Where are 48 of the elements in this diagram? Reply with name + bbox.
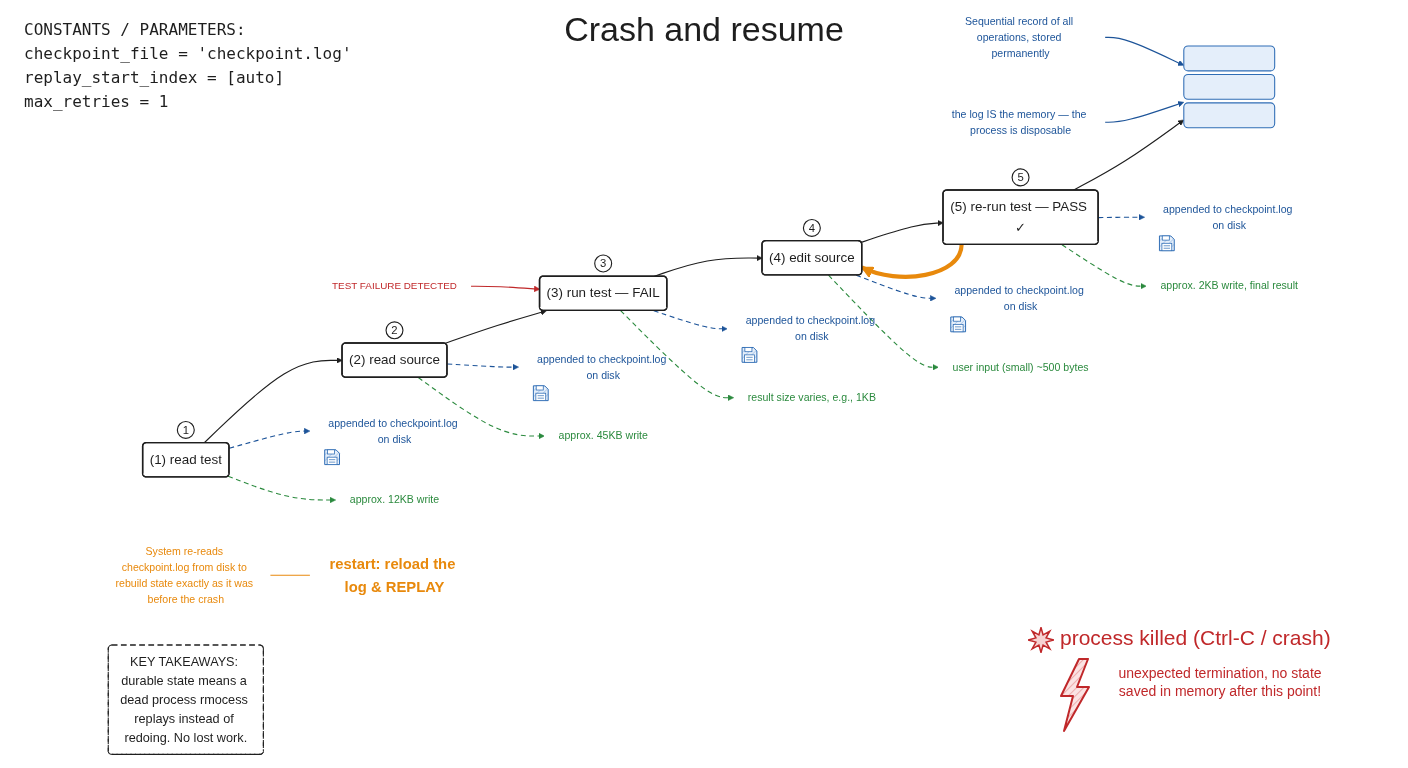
- log-record-stack: [1183, 45, 1276, 129]
- arrow: [860, 220, 944, 243]
- annotation-text: approx. 12KB write: [349, 493, 440, 506]
- process-box: (1) read test: [141, 441, 230, 478]
- dashed-arrow: [446, 363, 519, 371]
- note-box: KEY TAKEAWAYS: durable state means a dead process rmocess replays instead of redoing. No lost work.: [107, 644, 264, 755]
- arrow: [1104, 101, 1185, 123]
- annotation-text: System re-reads checkpoint.log from disk to rebuild state exactly as it was before the crash: [115, 544, 254, 605]
- annotation-text: appended to checkpoint.log on disk: [1163, 202, 1293, 231]
- annotation-text: Sequential record of all operations, stored permanently: [965, 15, 1074, 59]
- step-number-circle: 5: [1011, 168, 1030, 187]
- step-number-circle: 1: [176, 420, 195, 439]
- constants-heading: CONSTANTS / PARAMETERS:: [24, 20, 246, 39]
- parameter-text: max_retries = 1: [24, 92, 169, 111]
- step-number-circle: 2: [385, 321, 404, 340]
- dashed-arrow: [1061, 244, 1147, 290]
- annotation-text: the log IS the memory — the process is disposable: [951, 107, 1087, 136]
- annotation-text: appended to checkpoint.log on disk: [954, 283, 1084, 312]
- process-box: (4) edit source: [761, 239, 863, 276]
- step-number-circle: 4: [802, 218, 821, 237]
- dashed-arrow: [228, 428, 311, 449]
- dashed-arrow: [827, 274, 939, 371]
- dashed-arrow: [227, 475, 336, 504]
- dashed-arrow: [417, 376, 545, 440]
- step-number-circle: 3: [594, 254, 613, 273]
- process-box: (3) run test — FAIL: [538, 275, 668, 312]
- annotation-text: appended to checkpoint.log on disk: [745, 314, 876, 343]
- dashed-arrow: [653, 310, 728, 332]
- annotation-text: appended to checkpoint.log on disk: [537, 352, 667, 381]
- diagram-title: Crash and resume: [564, 10, 844, 49]
- crash-label: process killed (Ctrl-C / crash): [1060, 626, 1331, 650]
- process-box: (2) read source: [341, 342, 448, 378]
- annotation-text: approx. 2KB write, final result: [1160, 279, 1298, 292]
- annotation-text: TEST FAILURE DETECTED: [332, 280, 457, 292]
- parameter-text: replay_start_index = [auto]: [24, 68, 285, 87]
- process-box: (5) re-run test — PASS ✓: [942, 189, 1099, 246]
- annotation-text: appended to checkpoint.log on disk: [328, 416, 458, 445]
- annotation-text: user input (small) ~500 bytes: [952, 360, 1089, 373]
- leader-line: [269, 574, 311, 576]
- dashed-arrow: [855, 274, 937, 302]
- annotation-text: result size varies, e.g., 1KB: [747, 391, 876, 404]
- dashed-arrow: [620, 310, 734, 401]
- annotation-text: approx. 45KB write: [558, 429, 648, 442]
- arrow: [444, 309, 547, 344]
- arrow: [203, 357, 343, 444]
- parameter-text: checkpoint_file = 'checkpoint.log': [24, 44, 352, 63]
- warning-note: unexpected termination, no state saved in memory after this point!: [1117, 664, 1323, 701]
- callout-text: restart: reload the log & REPLAY: [329, 555, 456, 595]
